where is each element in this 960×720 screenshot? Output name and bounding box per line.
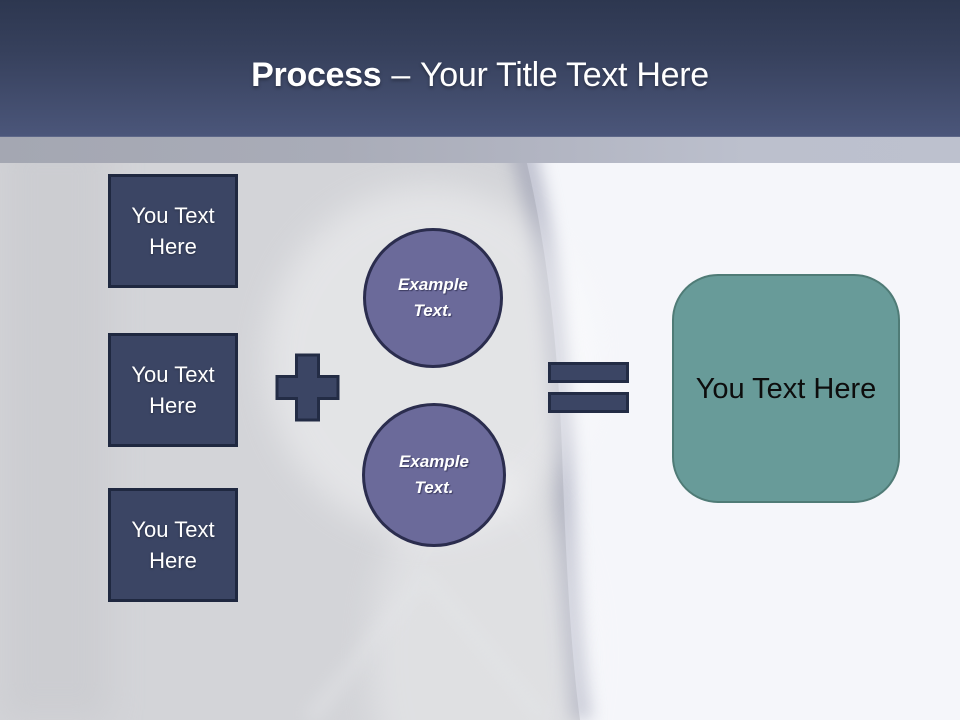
- input-box-label: You Text Here: [131, 203, 215, 259]
- input-box-label: You Text Here: [131, 517, 215, 573]
- slide-title: Process–Your Title Text Here: [0, 55, 960, 95]
- result-box: You Text Here: [672, 274, 900, 503]
- title-text: Your Title Text Here: [420, 56, 709, 94]
- result-box-label: You Text Here: [695, 372, 877, 405]
- plus-icon: [275, 353, 340, 422]
- equals-icon: [548, 362, 629, 413]
- example-circle-2: Example Text.: [362, 403, 506, 547]
- equals-bar: [548, 392, 629, 413]
- example-circle-label: Example Text.: [399, 452, 469, 497]
- input-box-2: You Text Here: [108, 333, 238, 447]
- slide-header: Process–Your Title Text Here: [0, 0, 960, 137]
- input-box-label: You Text Here: [131, 362, 215, 418]
- example-circle-label: Example Text.: [398, 275, 468, 320]
- title-separator: –: [391, 56, 410, 94]
- input-box-3: You Text Here: [108, 488, 238, 602]
- input-box-1: You Text Here: [108, 174, 238, 288]
- header-accent-band: [0, 136, 960, 163]
- title-emphasis: Process: [251, 56, 382, 94]
- example-circle-1: Example Text.: [363, 228, 503, 368]
- equals-bar: [548, 362, 629, 383]
